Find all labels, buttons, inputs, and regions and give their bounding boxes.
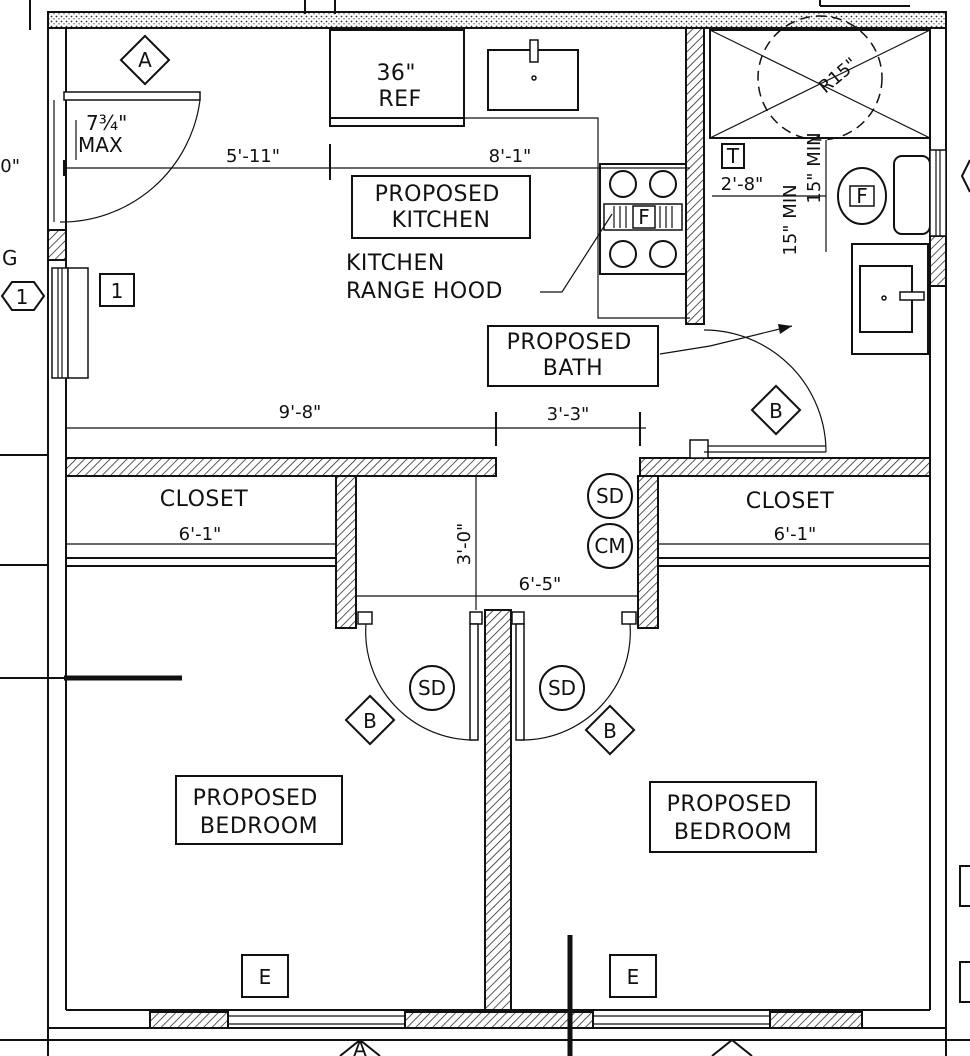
bedroom-right-line-2: BEDROOM <box>674 820 792 845</box>
left-window: 1 1 <box>0 267 135 379</box>
kitchen-line-1: PROPOSED <box>375 182 500 207</box>
wall-tag-1: 1 <box>111 279 124 303</box>
smoke-detector-hall <box>587 473 633 519</box>
sd-left-text: SD <box>418 676 446 700</box>
bedroom-right-line-1: PROPOSED <box>667 792 792 817</box>
bath-line-1: PROPOSED <box>507 330 632 355</box>
max-line-2: MAX <box>78 133 123 157</box>
co-monitor-hall <box>587 523 633 569</box>
bedroom-doors: SD SD B B <box>344 611 637 756</box>
dim-toilet-a: 15" MIN <box>804 132 825 203</box>
kitchen-dimensions: 5'-11" 8'-1" 9'-8" 3'-3" <box>63 144 690 446</box>
bath: R15" T 2'-8" 15" MIN 15" MIN F PROPOSED … <box>487 15 947 459</box>
left-edge-dim: 0" <box>0 156 20 177</box>
dim-hall-opening: 3'-3" <box>547 404 590 425</box>
dim-bath-clear: 2'-8" <box>721 174 764 195</box>
sd-hall-text: SD <box>596 484 624 508</box>
interior-walls <box>0 27 947 1056</box>
bedroom-right-label-box <box>649 781 817 853</box>
ref-label: 36" REF <box>376 61 423 112</box>
range-hood-line-2: RANGE HOOD <box>346 279 503 304</box>
range-hood-label: KITCHEN RANGE HOOD <box>346 251 503 304</box>
refrigerator <box>329 29 465 127</box>
dim-hall-width: 6'-5" <box>519 574 562 595</box>
edge-markers: A <box>47 159 970 1056</box>
edge-tag-g: G <box>2 246 18 270</box>
bedroom-left-label-box <box>175 775 343 845</box>
sd-right-text: SD <box>548 676 576 700</box>
range-hood-line-1: KITCHEN <box>346 251 445 276</box>
door-tag-b-left <box>344 694 396 746</box>
closets-hall: CLOSET 6'-1" CLOSET 6'-1" 3'-0" 6'-5" SD… <box>66 473 930 610</box>
window-tag-1: 1 <box>16 285 29 309</box>
closet-right-label: CLOSET <box>746 489 835 514</box>
bath-line-2: BATH <box>543 356 603 381</box>
toilet-tag-t: T <box>726 144 740 168</box>
toilet: F <box>837 155 931 235</box>
kitchen-line-2: KITCHEN <box>392 208 491 233</box>
door-tag-b-right <box>584 704 636 756</box>
bath-room-label: PROPOSED BATH <box>507 330 640 381</box>
bedroom-left-label: PROPOSED BEDROOM <box>193 786 326 839</box>
door-tag-a-text: A <box>138 48 152 72</box>
door-tag-b-right-text: B <box>603 719 617 743</box>
dim-kitchen-right: 8'-1" <box>489 146 532 167</box>
kitchen: 36" REF F PROPOSED KITCHEN <box>329 29 690 319</box>
dim-closet-left: 6'-1" <box>179 524 222 545</box>
kitchen-room-label: PROPOSED KITCHEN <box>375 182 508 233</box>
dim-kitchen-left: 5'-11" <box>226 146 280 167</box>
ref-line-2: REF <box>378 87 421 112</box>
range-cooktop: F <box>599 163 687 275</box>
bedroom-right-label: PROPOSED BEDROOM <box>667 792 800 845</box>
max-line-1: 7¾" <box>86 111 127 135</box>
door-tag-b-bath-text: B <box>769 399 783 423</box>
kitchen-room-label-box <box>351 175 531 239</box>
range-fixture-f: F <box>638 205 650 229</box>
smoke-detector-right <box>539 665 585 711</box>
bath-room-label-box <box>487 325 659 387</box>
bedroom-left-line-2: BEDROOM <box>200 814 318 839</box>
dim-toilet-b: 15" MIN <box>780 184 801 255</box>
entry-door: A 7¾" MAX 0" G <box>0 34 201 270</box>
cm-hall-text: CM <box>594 534 625 558</box>
dim-hall-depth: 3'-0" <box>454 523 475 566</box>
smoke-detector-left <box>409 665 455 711</box>
max-note: 7¾" MAX <box>78 111 134 157</box>
bedrooms: PROPOSED BEDROOM PROPOSED BEDROOM E E <box>175 775 817 998</box>
dim-closet-right: 6'-1" <box>774 524 817 545</box>
closet-left-label: CLOSET <box>160 487 249 512</box>
door-tag-b-left-text: B <box>363 709 377 733</box>
bottom-tag-a: A <box>353 1037 367 1056</box>
bath-fixture-f: F <box>856 184 868 208</box>
door-tag-a <box>119 34 171 86</box>
window-tag-e-right: E <box>627 965 640 989</box>
door-tag-b-bath <box>750 384 802 436</box>
bedroom-left-line-1: PROPOSED <box>193 786 318 811</box>
dim-living-width: 9'-8" <box>279 402 322 423</box>
window-tag-e-left: E <box>259 965 272 989</box>
ref-line-1: 36" <box>376 61 416 86</box>
